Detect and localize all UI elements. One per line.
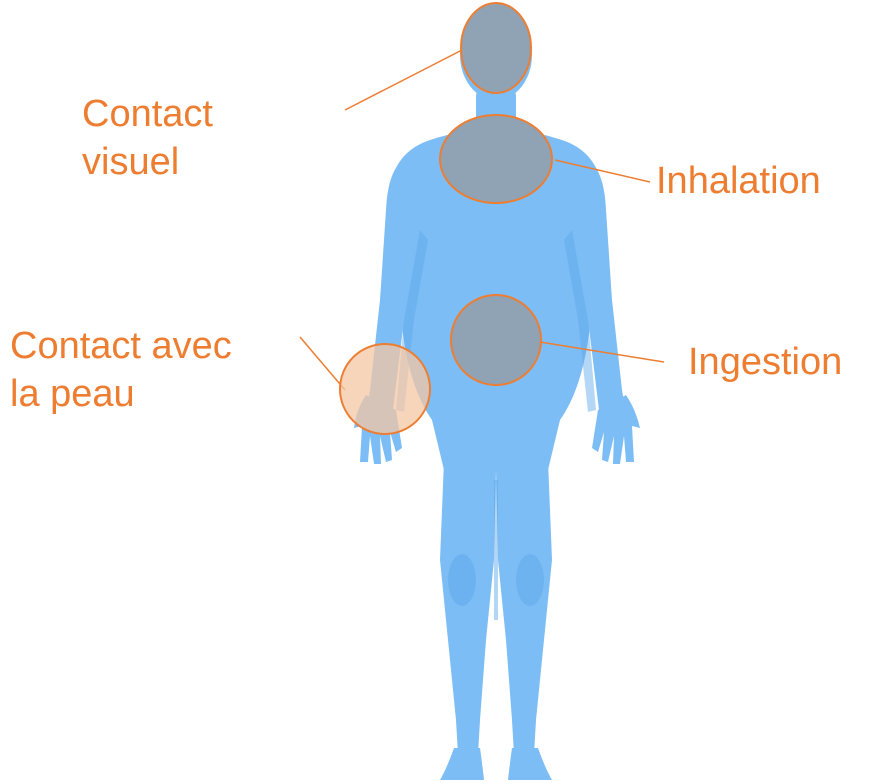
chest-circle [440,115,552,203]
connector-eye [345,50,462,110]
label-skin-contact-line2: la peau [10,370,232,418]
label-eye-contact-line1: Contact [82,90,213,138]
stomach-circle [451,295,541,385]
hand-circle [340,344,430,434]
connector-skin [300,337,345,390]
label-ingestion-text: Ingestion [688,338,842,386]
label-inhalation-text: Inhalation [656,157,821,205]
label-eye-contact-line2: visuel [82,138,213,186]
label-skin-contact: Contact avec la peau [10,322,232,418]
label-inhalation: Inhalation [656,157,821,205]
label-eye-contact: Contact visuel [82,90,213,186]
label-skin-contact-line1: Contact avec [10,322,232,370]
head-circle [461,3,531,93]
label-ingestion: Ingestion [688,338,842,386]
